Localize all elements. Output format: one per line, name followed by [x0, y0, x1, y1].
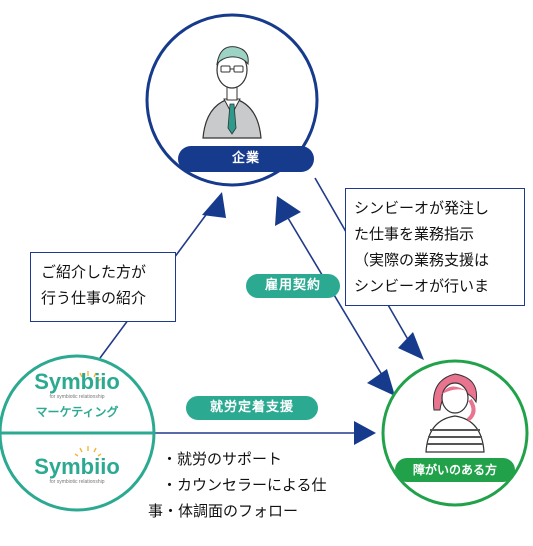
symbiio-tagline: for symbiotic relationship [49, 479, 105, 485]
arrowhead-to-company-from-person [275, 196, 301, 226]
order-note-line-2: た仕事を業務指示 [354, 225, 475, 243]
company-label: 企業 [178, 146, 314, 172]
arrowhead-to-person-support [354, 421, 376, 445]
retention-support-label: 就労定着支援 [186, 396, 318, 420]
sun-icon-top [74, 371, 102, 382]
woman-icon [425, 373, 485, 453]
support-note-line-3: 事・体調面のフォロー [148, 502, 299, 520]
support-note-line-2: ・カウンセラーによる仕 [162, 476, 327, 494]
intro-note-box: ご紹介した方が 行う仕事の紹介 [30, 252, 176, 322]
businessman-icon [202, 46, 262, 139]
symbiio-marketing-subtext: マーケティング [35, 405, 119, 419]
intro-note-line-2: 行う仕事の紹介 [41, 289, 147, 307]
symbiio-marketing-logo: Symbiio for symbiotic relationship マーケティ… [10, 370, 144, 421]
order-note-box: シンビーオが発注し た仕事を業務指示 （実際の業務支援は シンビーオが行いま [345, 188, 525, 306]
intro-note-line-1: ご紹介した方が [41, 263, 147, 281]
person-label: 障がいのある方 [395, 458, 515, 482]
symbiio-logo: Symbiio for symbiotic relationship [10, 455, 144, 486]
symbiio-logo-text: Symbiio [34, 454, 120, 479]
employment-contract-label: 雇用契約 [246, 274, 340, 298]
sun-icon-bottom [74, 446, 102, 457]
arrowhead-to-person-employment [367, 369, 395, 396]
symbiio-marketing-tagline: for symbiotic relationship [49, 394, 105, 400]
order-note-line-1: シンビーオが発注し [354, 199, 490, 217]
arrowhead-to-company-from-symbiio [202, 192, 226, 218]
order-note-line-4: シンビーオが行いま [354, 277, 490, 295]
support-note-line-1: ・就労のサポート [162, 450, 283, 468]
support-note: ・就労のサポート ・カウンセラーによる仕 事・体調面のフォロー [148, 446, 360, 524]
order-note-line-3: （実際の業務支援は [354, 251, 490, 269]
connector-employment-contract [281, 207, 389, 386]
symbiio-marketing-logo-text: Symbiio [34, 369, 120, 394]
arrowhead-to-person-order [398, 332, 424, 360]
